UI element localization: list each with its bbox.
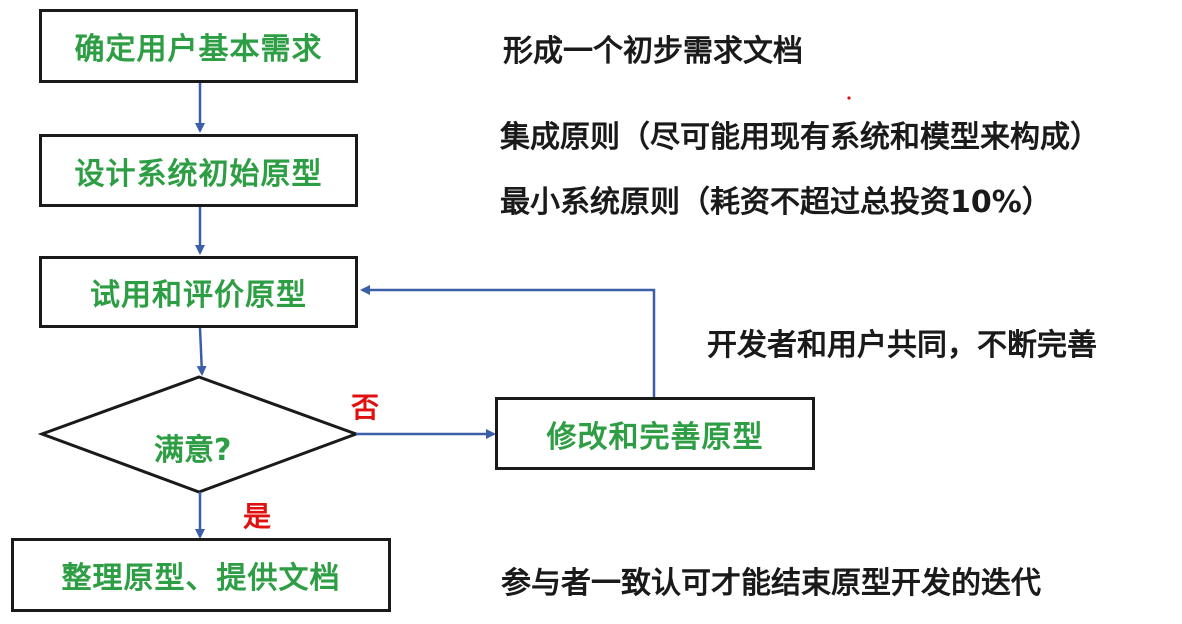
- step-trial-evaluate-prototype: 试用和评价原型: [39, 256, 358, 328]
- arrow-step3-to-decision: [196, 327, 207, 376]
- note-developer-user-collaboration: 开发者和用户共同，不断完善: [707, 328, 1097, 363]
- note-consensus-ends-iteration: 参与者一致认可才能结束原型开发的迭代: [501, 566, 1041, 601]
- decision-satisfied-label: 满意?: [154, 433, 232, 468]
- branch-no-label: 否: [351, 391, 380, 424]
- note-initial-requirements-doc: 形成一个初步需求文档: [503, 34, 803, 69]
- dot-marker: [847, 96, 851, 100]
- branch-yes-label: 是: [243, 500, 272, 533]
- arrow-modify-to-step3: [360, 285, 656, 397]
- step-modify-improve-prototype: 修改和完善原型: [495, 397, 815, 470]
- step-determine-requirements: 确定用户基本需求: [39, 9, 358, 83]
- note-integration-principle: 集成原则（尽可能用现有系统和模型来构成）: [500, 120, 1100, 155]
- note-minimal-system-principle: 最小系统原则（耗资不超过总投资10%）: [500, 185, 1052, 220]
- step-finalize-prototype-docs: 整理原型、提供文档: [11, 538, 391, 612]
- step-design-initial-prototype: 设计系统初始原型: [39, 134, 358, 207]
